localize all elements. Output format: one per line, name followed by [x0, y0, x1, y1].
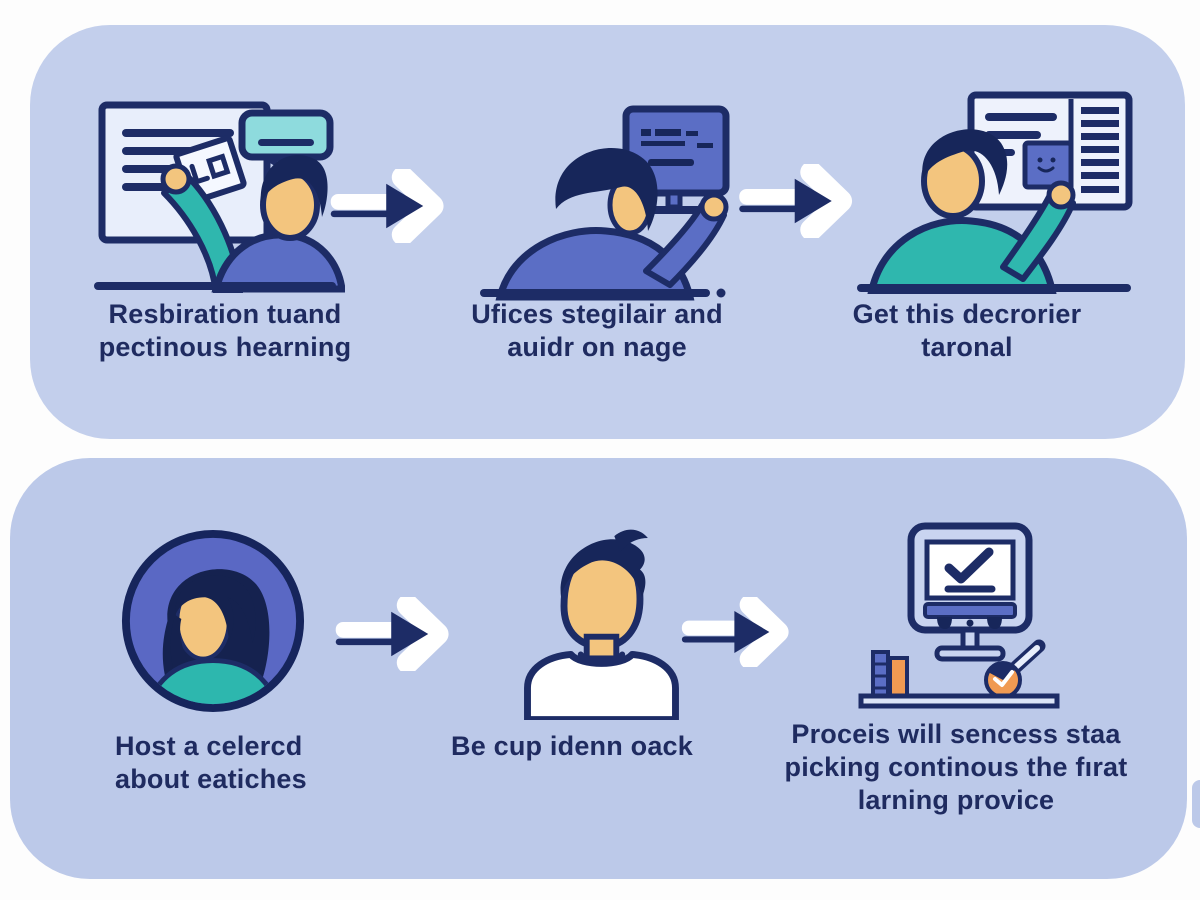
caption-line: larning provice: [857, 785, 1055, 815]
step-caption: Ufices stegilair and auidr on nage: [442, 298, 752, 364]
person-sticky-note-board-icon: [853, 87, 1140, 294]
step-caption: Proceis will sencess staa picking contin…: [776, 718, 1136, 817]
caption-line: Get this decrorier: [852, 299, 1082, 329]
top-panel: Resbiration tuand pectinous hearning Ufi…: [30, 25, 1185, 439]
caption-line: Ufices stegilair and: [471, 299, 723, 329]
caption-line: about eatiches: [115, 764, 307, 794]
person-at-monitor-icon: [478, 99, 733, 301]
caption-line: Host a celercd: [115, 731, 303, 761]
person-presenting-board-icon: [90, 85, 345, 293]
step-caption: Get this decrorier taronal: [812, 298, 1122, 364]
step-caption: Host a celercd about eatiches: [115, 730, 415, 796]
arrow-right-icon: [678, 597, 796, 667]
arrow-right-icon: [330, 597, 458, 671]
caption-line: taronal: [921, 332, 1013, 362]
step-caption: Resbiration tuand pectinous hearning: [70, 298, 380, 364]
woman-avatar-icon: [118, 526, 308, 716]
arrow-right-icon: [325, 169, 453, 243]
caption-line: pectinous hearning: [98, 332, 352, 362]
caption-line: auidr on nage: [507, 332, 687, 362]
caption-line: Resbiration tuand: [108, 299, 342, 329]
caption-line: Be cup idenn oack: [451, 731, 693, 761]
panel-edge-sliver: [1192, 780, 1200, 828]
caption-line: Proceis will sencess staa: [791, 719, 1121, 749]
caption-line: picking continous the fırat: [784, 752, 1128, 782]
step-caption: Be cup idenn oack: [412, 730, 732, 763]
man-bust-icon: [490, 512, 712, 720]
arrow-right-icon: [735, 164, 860, 238]
computer-checkmark-icon: [852, 520, 1094, 716]
bottom-panel: Host a celercd about eatiches Be cup ide…: [10, 458, 1187, 879]
